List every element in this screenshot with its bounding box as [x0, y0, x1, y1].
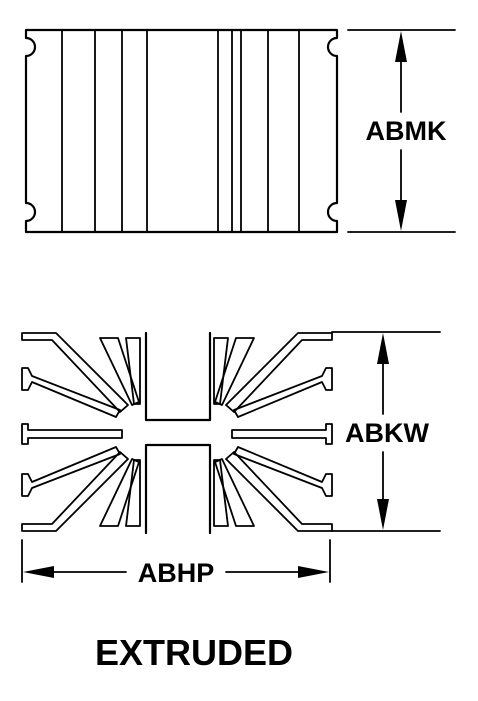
end-width-dimension-label: ABHP — [138, 558, 215, 588]
top-view-outline — [24, 28, 339, 234]
end-view-fins-lower-right — [213, 446, 333, 532]
end-view-center-body — [144, 331, 212, 535]
end-height-arrow-up-icon — [377, 333, 389, 364]
end-width-arrow-left-icon — [23, 566, 54, 578]
top-view-fin-lines — [61, 29, 300, 233]
end-view-fins-upper-right — [213, 332, 333, 445]
end-width-arrow-right-icon — [298, 566, 329, 578]
top-dimension-arrow-up-icon — [395, 31, 407, 62]
end-height-arrow-down-icon — [377, 499, 389, 530]
top-view: ABMK — [24, 28, 456, 234]
drawing-caption: EXTRUDED — [95, 632, 293, 673]
end-height-dimension-label: ABKW — [345, 418, 429, 448]
end-view: ABKW ABHP — [21, 331, 441, 588]
top-dimension-label: ABMK — [366, 116, 447, 146]
end-view-fins-lower-left — [21, 446, 141, 532]
end-view-fins-upper-left — [21, 332, 141, 445]
top-dimension-arrow-down-icon — [395, 200, 407, 231]
